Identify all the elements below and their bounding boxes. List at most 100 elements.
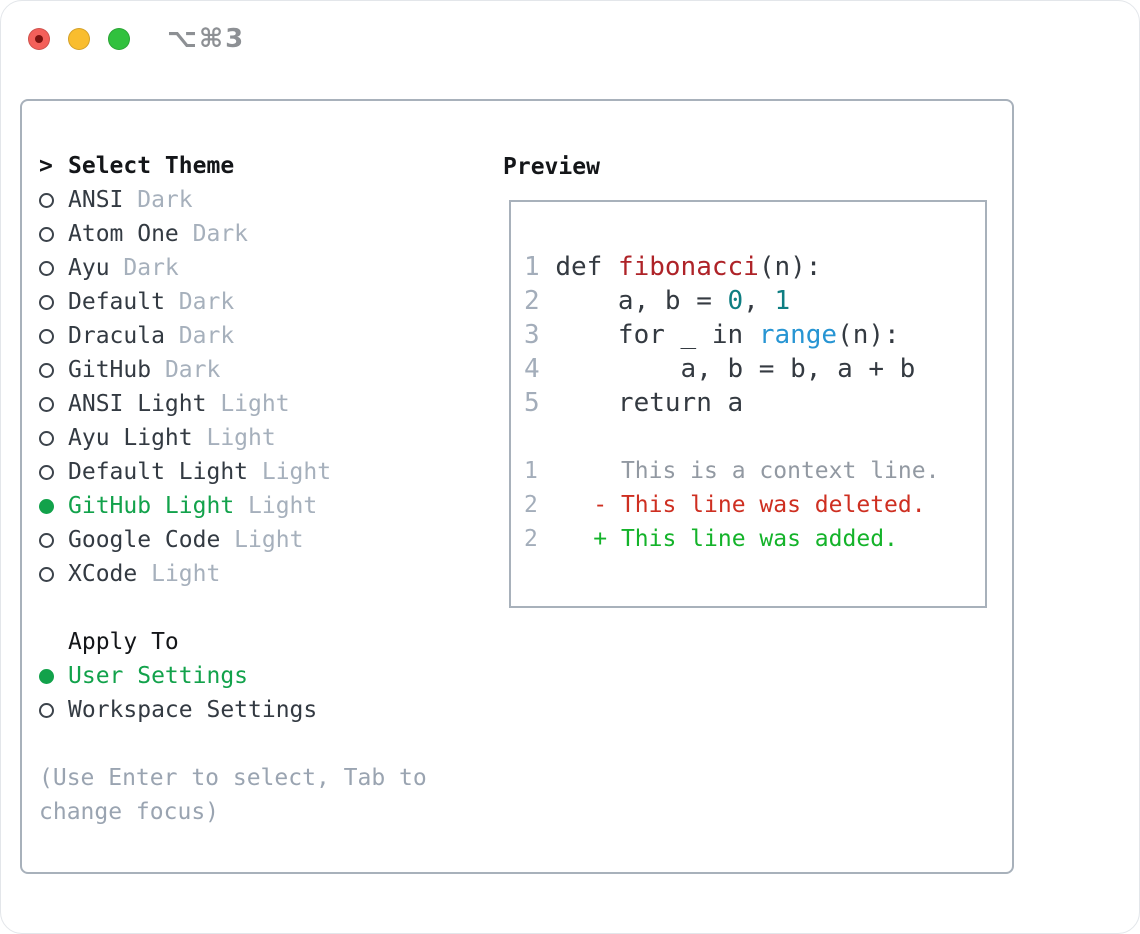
theme-option-xcode[interactable]: XCode Light (39, 557, 427, 591)
option-label: Default Light (68, 459, 249, 485)
prompt-marker: > (39, 149, 68, 183)
code-line: 4 a, b = b, a + b (524, 352, 985, 386)
theme-option-ayu-light[interactable]: Ayu Light Light (39, 421, 427, 455)
plain-token: (n): (758, 252, 822, 282)
plain-token: (n): (837, 320, 900, 350)
radio-marker (39, 192, 68, 208)
option-label: Ayu (68, 255, 110, 281)
line-number-token: 2 (524, 526, 552, 552)
radio-unselected-icon (39, 702, 54, 718)
line-number-token: 1 (524, 458, 552, 484)
radio-unselected-icon (39, 396, 54, 412)
theme-option-ayu[interactable]: Ayu Dark (39, 251, 427, 285)
radio-marker (39, 294, 68, 310)
plain-token: a, b = b, a + b (555, 354, 916, 384)
theme-variant-tag: Light (234, 493, 318, 519)
theme-variant-tag: Dark (151, 357, 221, 383)
apply-to-title: Apply To (68, 629, 179, 655)
theme-option-dracula[interactable]: Dracula Dark (39, 319, 427, 353)
option-label: Google Code (68, 527, 221, 553)
option-label: Ayu Light (68, 425, 193, 451)
radio-marker (39, 430, 68, 446)
close-button[interactable] (28, 28, 50, 50)
theme-variant-tag: Light (206, 391, 290, 417)
help-text-line-2: change focus) (39, 795, 427, 829)
theme-option-default[interactable]: Default Dark (39, 285, 427, 319)
option-label: XCode (68, 561, 138, 587)
theme-option-ansi[interactable]: ANSI Dark (39, 183, 427, 217)
chevron-prompt-icon: > (39, 153, 53, 179)
theme-variant-tag: Light (248, 459, 332, 485)
context-token: This is a context line. (551, 458, 940, 484)
radio-marker (39, 566, 68, 582)
number-token: 1 (774, 286, 791, 316)
diff-line: 1 This is a context line. (524, 454, 985, 488)
radio-marker (39, 328, 68, 344)
radio-unselected-icon (39, 362, 54, 378)
theme-option-ansi-light[interactable]: ANSI Light Light (39, 387, 427, 421)
code-line: 2 a, b = 0, 1 (524, 284, 985, 318)
radio-unselected-icon (39, 226, 54, 242)
select-theme-header: > Select Theme (39, 149, 427, 183)
radio-marker (39, 396, 68, 412)
line-number-token: 4 (524, 354, 556, 384)
radio-marker (39, 702, 68, 718)
help-text-line-1: (Use Enter to select, Tab to (39, 761, 427, 795)
theme-variant-tag: Light (220, 527, 304, 553)
line-number-token: 2 (524, 492, 552, 518)
code-line: 3 for _ in range(n): (524, 318, 985, 352)
option-label: Workspace Settings (68, 697, 318, 723)
line-number-token: 3 (524, 320, 556, 350)
plain-token: return a (555, 388, 744, 418)
theme-option-default-light[interactable]: Default Light Light (39, 455, 427, 489)
line-number-token: 5 (524, 388, 556, 418)
minimize-button[interactable] (68, 28, 90, 50)
theme-variant-tag: Light (192, 425, 276, 451)
radio-unselected-icon (39, 192, 54, 208)
theme-variant-tag: Dark (164, 289, 235, 315)
radio-unselected-icon (39, 294, 54, 310)
apply-option-workspace-settings[interactable]: Workspace Settings (39, 693, 427, 727)
radio-marker (39, 498, 68, 514)
theme-variant-tag: Dark (164, 323, 235, 349)
theme-option-github-light[interactable]: GitHub Light Light (39, 489, 427, 523)
radio-marker (39, 532, 68, 548)
radio-marker (39, 362, 68, 378)
radio-marker (39, 226, 68, 242)
radio-unselected-icon (39, 328, 54, 344)
preview-title: Preview (503, 154, 600, 180)
line-number-token: 1 (524, 252, 556, 282)
apply-option-user-settings[interactable]: User Settings (39, 659, 427, 693)
radio-marker (39, 464, 68, 480)
radio-marker (39, 260, 68, 276)
select-theme-title: Select Theme (68, 153, 235, 179)
radio-marker (39, 668, 68, 684)
plain-token: , (743, 286, 775, 316)
zoom-button[interactable] (108, 28, 130, 50)
line-number-token: 2 (524, 286, 556, 316)
radio-unselected-icon (39, 532, 54, 548)
option-label: ANSI (68, 187, 124, 213)
spacer (39, 591, 427, 625)
theme-option-atom-one[interactable]: Atom One Dark (39, 217, 427, 251)
option-label: Atom One (68, 221, 179, 247)
theme-option-google-code[interactable]: Google Code Light (39, 523, 427, 557)
plain-token: for _ in (555, 320, 759, 350)
code-line: 5 return a (524, 386, 985, 420)
number-token: 0 (727, 286, 744, 316)
help-text: (Use Enter to select, Tab to (39, 765, 427, 791)
option-label: Dracula (68, 323, 165, 349)
option-label: GitHub Light (68, 493, 235, 519)
theme-option-github[interactable]: GitHub Dark (39, 353, 427, 387)
radio-unselected-icon (39, 430, 54, 446)
code-line: 1 def fibonacci(n): (524, 250, 985, 284)
apply-to-header: Apply To (39, 625, 427, 659)
theme-variant-tag: Light (137, 561, 221, 587)
keyboard-shortcut-label: ⌥⌘3 (167, 24, 246, 54)
option-label: User Settings (68, 663, 249, 689)
diff-line: 2 - This line was deleted. (524, 488, 985, 522)
